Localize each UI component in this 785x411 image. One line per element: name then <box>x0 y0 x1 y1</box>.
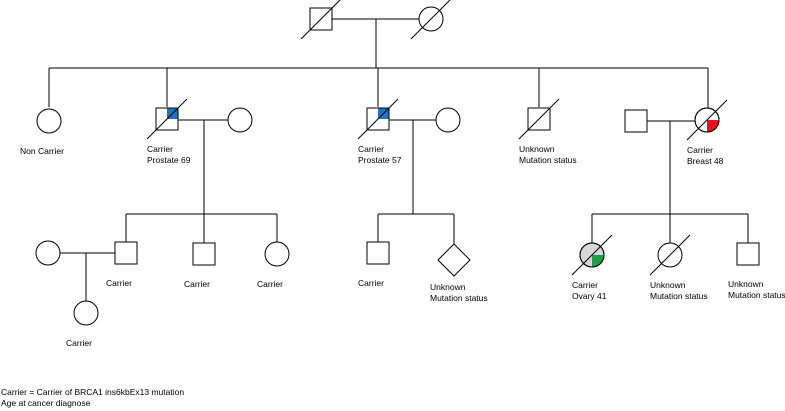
person-label: Ovary 41 <box>572 291 607 301</box>
person-label: Non Carrier <box>20 146 64 156</box>
person-granddaughter-2 <box>571 234 613 276</box>
male-square <box>736 242 760 266</box>
person-son-3 <box>518 98 560 140</box>
female-circle <box>73 300 99 326</box>
person-grandson-1-spouse <box>35 240 61 266</box>
deceased-slash <box>571 234 613 276</box>
person-label: Unknown <box>728 279 764 289</box>
person-label: Mutation status <box>430 293 488 303</box>
person-label: Carrier <box>106 278 132 288</box>
person-label: Carrier <box>66 338 92 348</box>
person-label: Carrier <box>687 145 713 155</box>
person-granddaughter-3 <box>649 234 691 276</box>
legend: Carrier = Carrier of BRCA1 ins6kbEx13 mu… <box>1 387 184 408</box>
person-son-2 <box>357 98 399 140</box>
person-daughter-2 <box>686 99 728 141</box>
legend-age-note: Age at cancer diagnose <box>1 397 91 408</box>
person-label: Prostate 69 <box>147 155 191 165</box>
male-square <box>624 109 648 133</box>
person-label: Unknown <box>519 144 555 154</box>
deceased-slash <box>518 98 560 140</box>
female-circle-outline <box>579 242 605 268</box>
male-square <box>192 242 216 266</box>
person-great-granddaughter <box>73 300 99 326</box>
female-circle <box>36 108 62 134</box>
person-label: Unknown <box>430 282 466 292</box>
legend-carrier-definition: Carrier = Carrier of BRCA1 ins6kbEx13 mu… <box>1 387 185 397</box>
female-circle <box>35 240 61 266</box>
person-grandchild-unknown-sex <box>437 243 471 277</box>
deceased-slash <box>686 99 728 141</box>
person-label: Prostate 57 <box>358 155 402 165</box>
person-label: Carrier <box>147 144 173 154</box>
person-label: Unknown <box>650 280 686 290</box>
person-daughter-1 <box>36 108 62 134</box>
carrier-quadrant <box>592 255 604 267</box>
pedigree-symbols <box>35 0 760 326</box>
deceased-slash <box>410 0 451 40</box>
person-grandmother <box>410 0 451 40</box>
deceased-slash <box>357 98 399 140</box>
male-square <box>114 241 138 265</box>
male-square <box>366 241 390 265</box>
person-grandson-2 <box>192 242 216 266</box>
deceased-slash <box>146 98 188 140</box>
deceased-slash <box>300 0 341 40</box>
person-daughter-2-spouse <box>624 109 648 133</box>
person-label: Mutation status <box>519 155 577 165</box>
person-son-1 <box>146 98 188 140</box>
male-square-outline <box>155 107 179 131</box>
female-circle-outline <box>694 107 720 133</box>
female-circle <box>264 241 290 267</box>
person-granddaughter-1 <box>264 241 290 267</box>
person-son-2-spouse <box>435 107 461 133</box>
female-circle <box>227 107 253 133</box>
person-label: Carrier <box>358 278 384 288</box>
person-label: Breast 48 <box>687 156 724 166</box>
deceased-slash <box>649 234 691 276</box>
unknown-sex-diamond <box>437 243 471 277</box>
person-label: Mutation status <box>728 290 785 300</box>
person-grandson-4 <box>736 242 760 266</box>
person-grandson-1 <box>114 241 138 265</box>
female-circle <box>435 107 461 133</box>
carrier-quadrant <box>707 120 719 132</box>
person-label: Mutation status <box>650 291 708 301</box>
person-label: Carrier <box>358 144 384 154</box>
male-square-outline <box>366 107 390 131</box>
person-grandfather <box>300 0 341 40</box>
person-son-1-spouse <box>227 107 253 133</box>
relationship-lines <box>48 18 749 301</box>
person-grandson-3 <box>366 241 390 265</box>
person-label: Carrier <box>257 279 283 289</box>
person-label: Carrier <box>184 279 210 289</box>
person-label: Carrier <box>572 280 598 290</box>
